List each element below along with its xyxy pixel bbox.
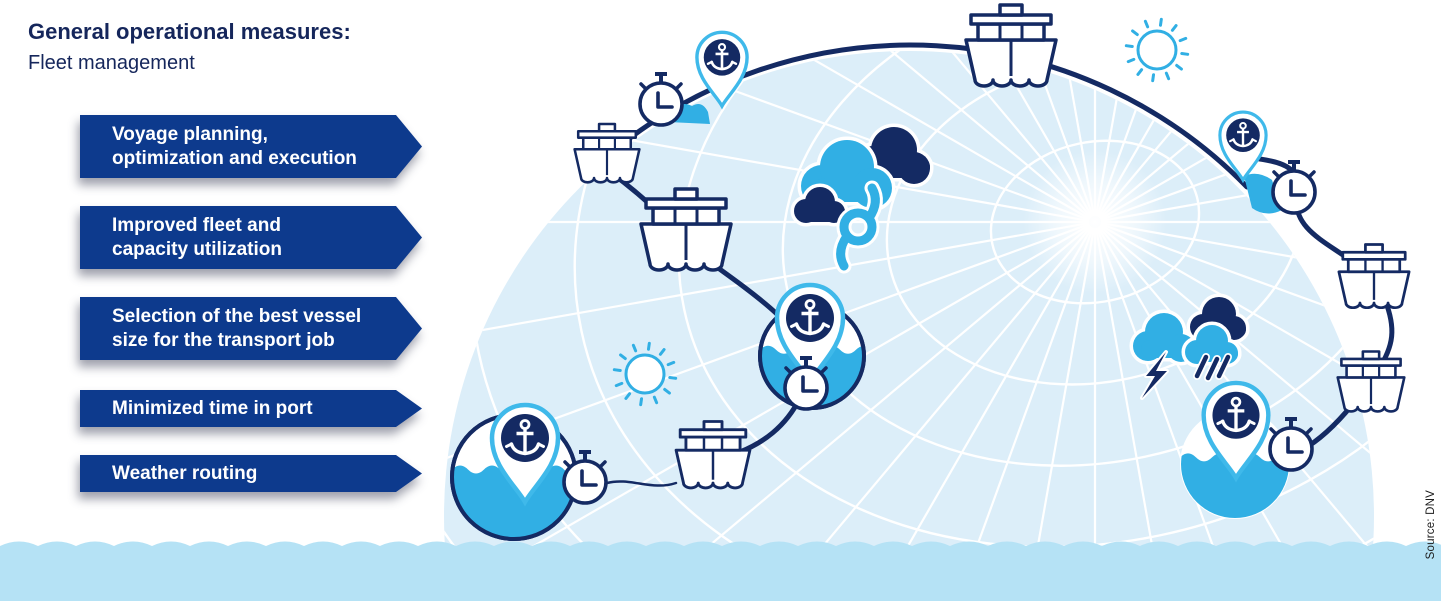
measure-label-2: Improved fleet and capacity utilization	[112, 215, 282, 260]
measure-label-3: Selection of the best vessel size for th…	[112, 306, 362, 351]
anchor-icon	[1229, 121, 1257, 148]
stopwatch-icon	[562, 450, 608, 505]
ship-icon	[964, 3, 1058, 88]
measure-banner-1: Voyage planning, optimization and execut…	[80, 115, 422, 178]
sun-icon	[1124, 17, 1190, 83]
anchor-pin-icon	[1201, 380, 1271, 483]
measure-label-1: Voyage planning, optimization and execut…	[112, 124, 357, 169]
anchor-icon	[706, 42, 738, 71]
stopwatch-icon	[1271, 160, 1317, 215]
anchor-icon	[505, 419, 545, 456]
rain-icon	[1193, 353, 1232, 382]
stopwatch-icon	[1268, 417, 1314, 472]
cyclone-swirl-icon	[833, 180, 883, 274]
measure-label-4: Minimized time in port	[112, 397, 313, 419]
lightning-icon	[1140, 350, 1169, 400]
ocean-wave-band	[0, 541, 1441, 601]
measure-banner-2: Improved fleet and capacity utilization	[80, 206, 422, 269]
hurricane-icon	[790, 123, 934, 274]
storm-cloud-icon	[1129, 293, 1250, 400]
source-credit: Source: DNV	[1425, 489, 1437, 559]
page-title: General operational measures: Fleet mana…	[28, 18, 351, 76]
title-line-bold: General operational measures:	[28, 19, 351, 44]
anchor-icon	[1216, 396, 1256, 433]
anchor-pin-icon	[774, 282, 846, 387]
ship-icon	[1336, 350, 1406, 413]
ship-icon	[573, 122, 641, 184]
ship-icon	[674, 420, 752, 490]
measure-banner-5: Weather routing	[80, 455, 422, 492]
anchor-pin-icon	[695, 30, 749, 110]
anchor-icon	[790, 299, 830, 336]
anchor-pin-icon	[1218, 110, 1268, 184]
anchor-pin-icon	[489, 402, 561, 507]
measure-label-5: Weather routing	[112, 462, 258, 484]
title-line-sub: Fleet management	[28, 51, 195, 74]
stopwatch-icon	[638, 72, 684, 127]
ship-icon	[639, 187, 733, 272]
shore-patch	[668, 104, 1282, 214]
measure-banner-4: Minimized time in port	[80, 390, 422, 427]
measure-banner-3: Selection of the best vessel size for th…	[80, 297, 422, 360]
ship-icon	[1337, 243, 1411, 310]
sun-icon	[612, 341, 678, 407]
stopwatch-icon	[783, 356, 829, 411]
